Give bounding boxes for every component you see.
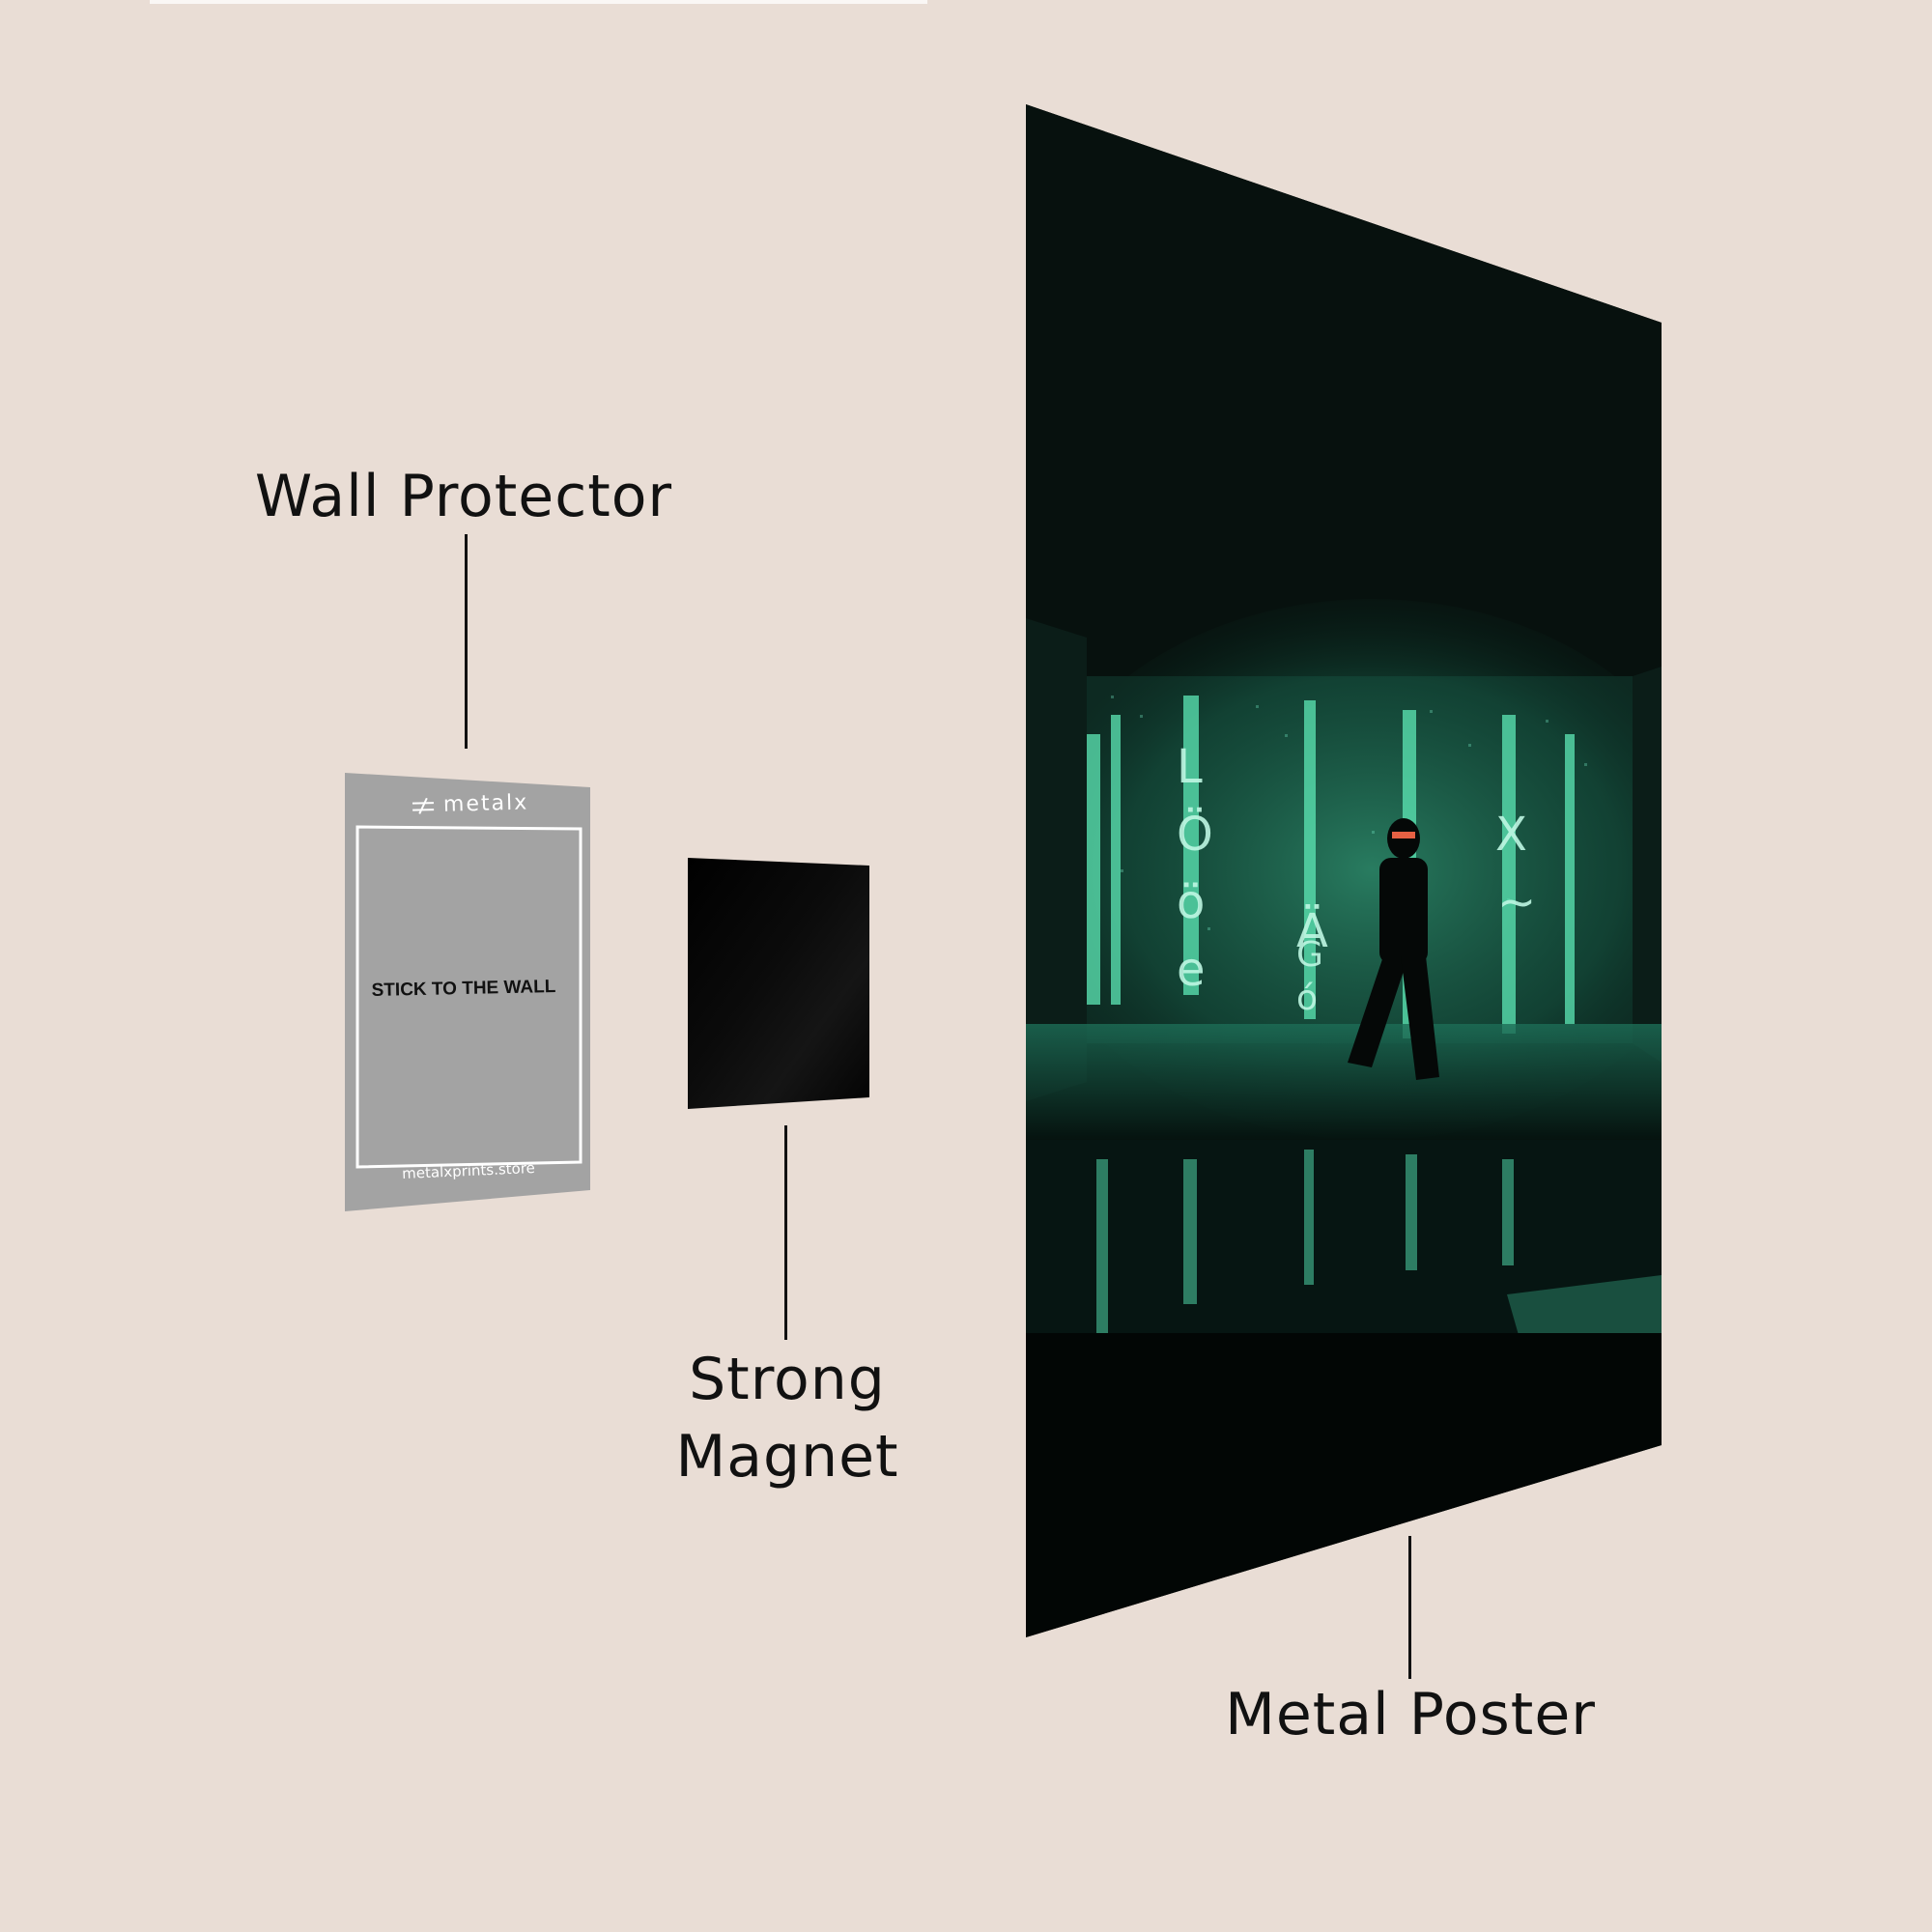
strong-magnet-leader-line bbox=[784, 1125, 787, 1340]
strong-magnet-label-line1: Strong bbox=[689, 1346, 886, 1413]
glyph-mid-1: Ä bbox=[1296, 904, 1328, 958]
top-edge-strip bbox=[150, 0, 927, 4]
glyph-left-2: Ö bbox=[1177, 808, 1213, 862]
metalx-logo: metalx bbox=[411, 790, 537, 817]
wall-protector-leader-line bbox=[465, 534, 468, 749]
strong-magnet-plate bbox=[688, 858, 871, 1111]
glyph-mid-3: ó bbox=[1296, 979, 1318, 1018]
metal-poster-leader-line bbox=[1408, 1536, 1411, 1679]
wall-protector-card: metalx STICK TO THE WALL metalxprints.st… bbox=[343, 773, 592, 1212]
glyph-mid-2: G bbox=[1296, 935, 1323, 975]
strong-magnet-label-line2: Magnet bbox=[675, 1423, 899, 1491]
wall-protector-label: Wall Protector bbox=[254, 463, 673, 530]
walking-figure bbox=[1348, 818, 1439, 1080]
metal-poster-label: Metal Poster bbox=[1225, 1681, 1596, 1748]
stick-to-the-wall-text: STICK TO THE WALL bbox=[371, 977, 556, 1001]
glyph-left-3: ö bbox=[1177, 875, 1205, 929]
glyph-left-1: L bbox=[1177, 740, 1203, 794]
glyph-left-4: e bbox=[1177, 943, 1206, 997]
glyph-right-2: ~ bbox=[1497, 875, 1536, 929]
wall-protector-shape bbox=[345, 773, 590, 1211]
metalx-logo-text: metalx bbox=[442, 790, 529, 817]
glyph-right-1: X bbox=[1495, 808, 1527, 862]
poster-panel bbox=[1026, 104, 1662, 1637]
metalx-logo-icon bbox=[411, 797, 436, 815]
